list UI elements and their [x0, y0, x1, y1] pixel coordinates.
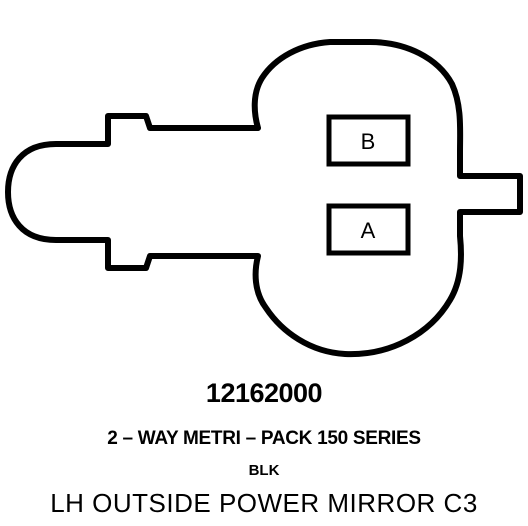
connector-color: BLK: [248, 462, 280, 479]
terminal-a-label: A: [361, 218, 376, 243]
part-number: 12162000: [205, 378, 323, 408]
connector-body-outline: [5, 39, 523, 358]
terminal-b-label: B: [361, 129, 376, 154]
terminal-a-box: [326, 203, 411, 256]
terminal-b-box: [326, 114, 411, 167]
connector-location: LH OUTSIDE POWER MIRROR C3: [50, 488, 478, 518]
connector-series: 2 – WAY METRI – PACK 150 SERIES: [107, 428, 421, 449]
